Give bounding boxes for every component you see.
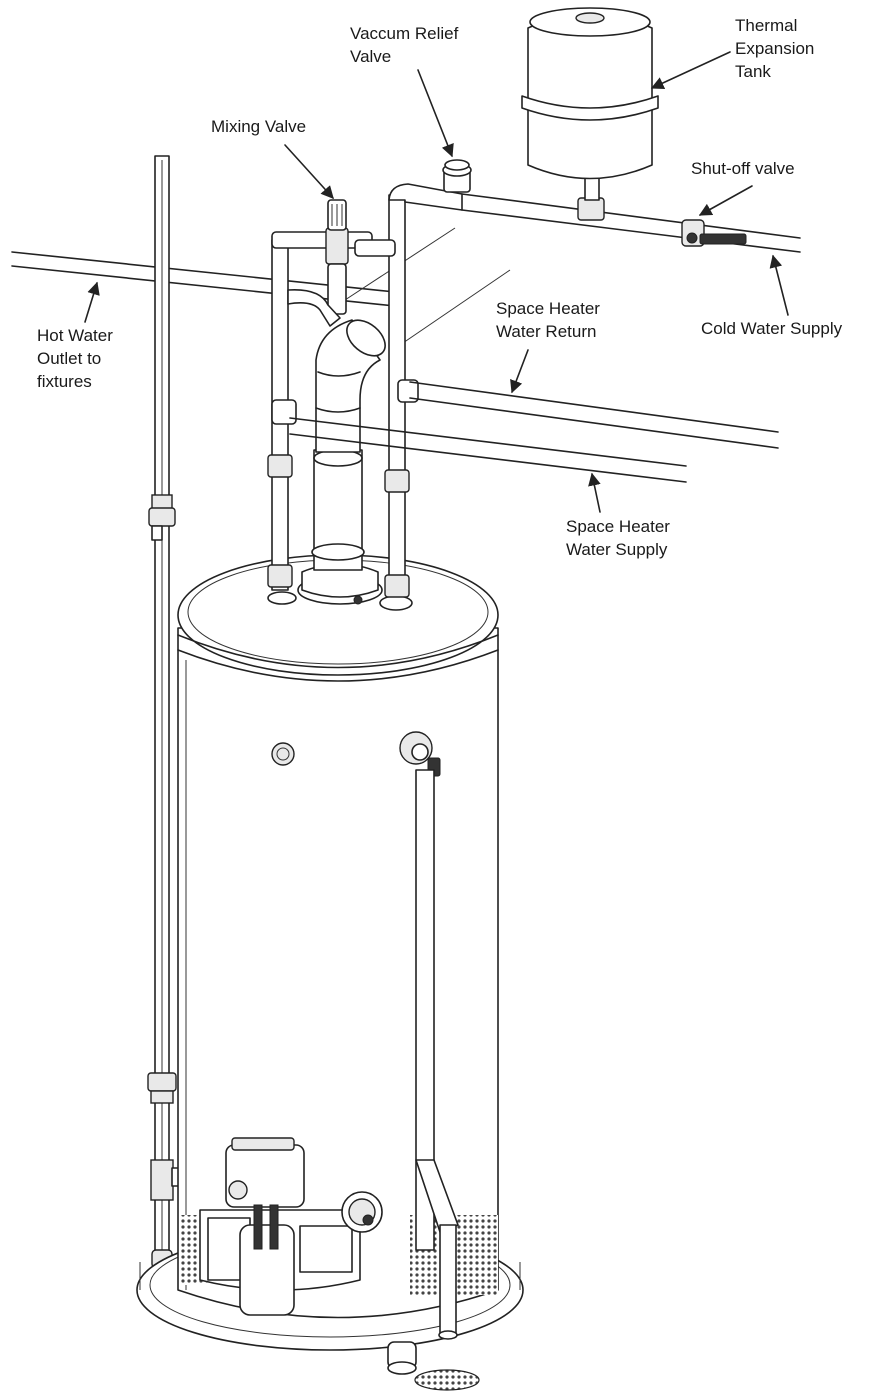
label-mixing-valve: Mixing Valve: [211, 117, 307, 136]
label-thermal-expansion-tank: Thermal Expansion Tank: [735, 16, 815, 81]
left-vertical-pipe: [147, 155, 233, 1269]
right-riser-pipe: [384, 194, 410, 598]
arrow-cold-supply: [769, 254, 789, 316]
label-shut-off-valve: Shut-off valve: [691, 159, 795, 178]
shut-off-valve: [681, 219, 747, 247]
arrow-shutoff-valve: [698, 185, 753, 216]
arrow-thermal-tank: [650, 51, 731, 89]
gas-logo-badge: [271, 742, 295, 766]
mixing-valve-assembly: [271, 199, 396, 327]
thermal-expansion-tank: [521, 7, 659, 201]
temperature-relief-pipe: [399, 731, 459, 1340]
space-heater-supply-pipe: [271, 399, 687, 483]
arrow-mixing-valve: [284, 144, 334, 199]
flue-draft-hood: [297, 319, 386, 605]
label-space-heater-return: Space Heater Water Return: [496, 299, 600, 341]
callout-arrows: [84, 51, 789, 513]
label-vacuum-relief-valve: Vaccum Relief Valve: [350, 24, 459, 66]
arrow-heater-return: [510, 349, 529, 394]
arrow-vacuum-relief: [417, 69, 454, 158]
combustion-viewport: [341, 1191, 383, 1233]
label-space-heater-supply: Space Heater Water Supply: [566, 517, 670, 559]
label-hot-water-outlet: Hot Water Outlet to fixtures: [37, 326, 113, 391]
tank-top-nipples: [267, 591, 413, 611]
label-cold-water-supply: Cold Water Supply: [701, 319, 843, 338]
arrow-hot-outlet: [84, 281, 100, 323]
arrow-heater-supply: [588, 472, 601, 513]
gas-control-valve: [199, 1137, 361, 1316]
vacuum-relief-valve: [442, 159, 472, 193]
space-heater-return-pipe: [397, 379, 779, 449]
